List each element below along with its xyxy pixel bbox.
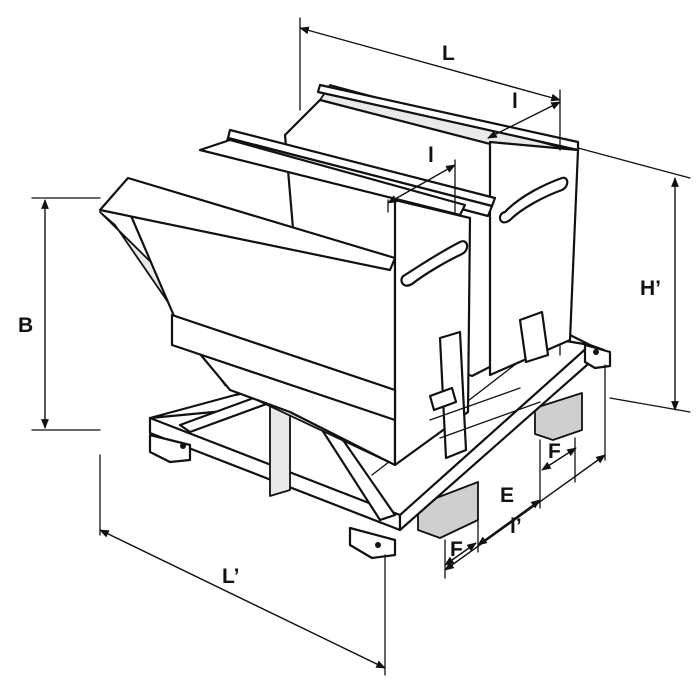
- front-skip-lip: [98, 176, 397, 272]
- label-l-prime: l’: [510, 515, 522, 538]
- label-H-prime: H’: [640, 277, 661, 300]
- foot-right: [583, 343, 612, 370]
- dim-F-left-line: [444, 542, 477, 566]
- label-B: B: [18, 314, 33, 337]
- label-l-top-right: l: [512, 90, 518, 113]
- dim-F-right-line: [541, 447, 577, 471]
- dim-L-line: [299, 26, 561, 102]
- front-skip-reinforcement-bar: [170, 313, 397, 422]
- label-L-prime: L’: [222, 565, 240, 588]
- dimension-lines: [31, 17, 691, 676]
- dim-l-mid-line: [387, 164, 456, 204]
- dim-l-top-right-line: [487, 101, 561, 139]
- foot-front: [348, 526, 397, 560]
- front-skip-lever: [428, 386, 458, 412]
- rear-skip-front-face: [488, 140, 580, 377]
- dim-L-prime-line: [99, 529, 386, 669]
- dimension-labels: L l l B H’ L’ l’ E F F: [18, 42, 661, 588]
- label-E: E: [500, 484, 514, 507]
- front-skip-handle: [400, 240, 469, 287]
- front-skip: [98, 138, 541, 467]
- label-F-right: F: [548, 440, 561, 463]
- rear-skip-handle: [498, 176, 569, 224]
- label-F-left: F: [450, 538, 463, 561]
- dim-E-line: [477, 499, 541, 546]
- rear-skip-latch: [518, 310, 550, 364]
- wood-runner-back: [534, 392, 583, 441]
- label-L: L: [442, 42, 455, 65]
- label-l-top-mid: l: [428, 144, 434, 167]
